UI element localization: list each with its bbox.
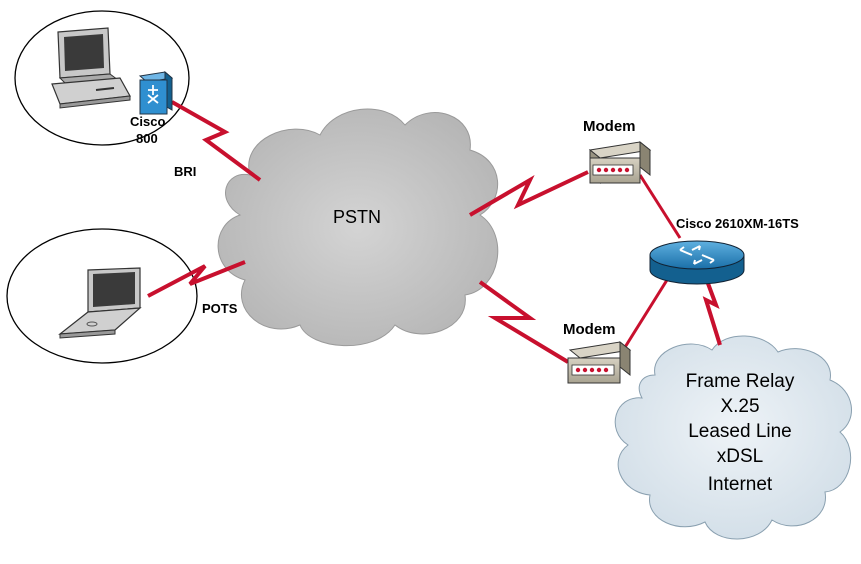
link-pstn-modem-bottom [478, 280, 570, 364]
modem-bottom-label: Modem [563, 321, 616, 338]
modem-top-label: Modem [583, 118, 636, 135]
router-label: Cisco 2610XM-16TS [676, 216, 799, 231]
cisco-2610xm-router-icon [649, 240, 745, 285]
wan-line-xdsl: xDSL [717, 446, 763, 467]
link-bri [171, 100, 262, 182]
pots-label: POTS [202, 301, 238, 316]
link-router-wan [701, 269, 722, 346]
modem-top-icon [588, 140, 652, 185]
remote-user-ellipse [6, 228, 198, 364]
home-office-ellipse [14, 10, 190, 146]
wan-line-internet: Internet [708, 474, 773, 495]
pstn-cloud [217, 108, 499, 347]
cisco-800-label-line2: 800 [136, 131, 158, 146]
laptop-icon [58, 267, 142, 339]
link-router-modem-bottom [620, 271, 674, 353]
wan-cloud [614, 335, 852, 540]
pstn-label: PSTN [333, 207, 381, 227]
link-pots [147, 260, 246, 298]
wan-line-leased-line: Leased Line [688, 421, 792, 442]
link-router-modem-top [638, 174, 682, 239]
bri-label: BRI [174, 164, 196, 179]
wan-line-x25: X.25 [720, 396, 759, 417]
modem-bottom-icon [567, 340, 632, 384]
cisco-800-label-line1: Cisco [130, 114, 165, 129]
cisco-800-router-icon [138, 70, 174, 115]
link-pstn-modem-top [468, 170, 589, 217]
desktop-computer-icon [51, 27, 131, 109]
wan-line-frame-relay: Frame Relay [686, 371, 795, 392]
